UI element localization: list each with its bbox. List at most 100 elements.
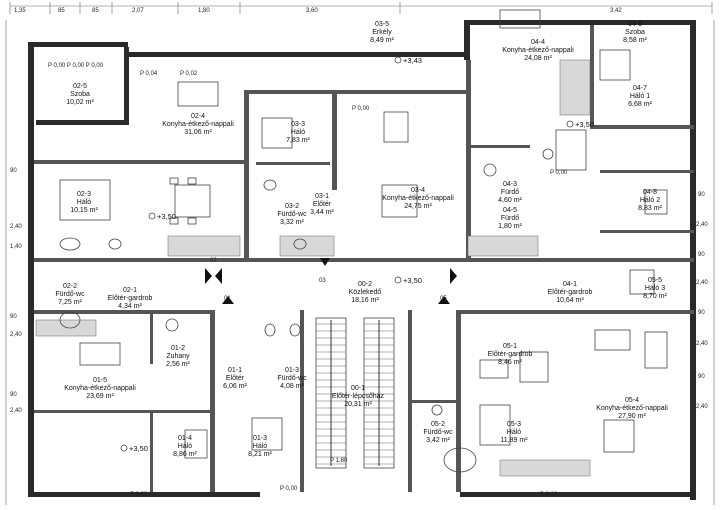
dim-label: 2,40 bbox=[696, 404, 708, 410]
top-dimension-chain: 1,35 85 85 2,07 1,80 3,60 3,42 bbox=[9, 2, 713, 14]
dim-label: 1,40 bbox=[10, 244, 22, 250]
room-name: Fürdő-wc bbox=[423, 429, 453, 436]
room-name: Közlekedő bbox=[349, 289, 382, 296]
room-id: 02-3 bbox=[77, 191, 91, 198]
room-area: 10,64 m² bbox=[556, 297, 584, 304]
room-name: Háló bbox=[77, 199, 92, 206]
room-id: 03-3 bbox=[291, 121, 305, 128]
room-id: 04-6 bbox=[628, 21, 642, 28]
room-area: 1,80 m² bbox=[498, 223, 522, 230]
p-label: P 0,02 bbox=[180, 71, 198, 77]
dim-label: 2,40 bbox=[696, 280, 708, 286]
dim-label: 90 bbox=[698, 252, 705, 258]
level-label: +3,50 bbox=[157, 212, 176, 221]
dim-label: 85 bbox=[92, 8, 99, 14]
room-name: Fürdő-wc bbox=[277, 375, 307, 382]
room-id: 02-5 bbox=[73, 83, 87, 90]
dim-label: 2,40 bbox=[10, 408, 22, 414]
level-label: +3,50 bbox=[403, 276, 422, 285]
room-id: 02-2 bbox=[63, 283, 77, 290]
room-name: Fürdő-wc bbox=[277, 211, 307, 218]
level-label: +3,50 bbox=[129, 444, 148, 453]
room-id: 04-8 bbox=[643, 189, 657, 196]
room-id: 04-5 bbox=[503, 207, 517, 214]
dim-label: 90 bbox=[698, 374, 705, 380]
room-name: Szoba bbox=[70, 91, 90, 98]
section-label: 01 bbox=[224, 296, 231, 302]
room-name: Háló bbox=[291, 129, 306, 136]
room-name: Előtér bbox=[226, 375, 245, 382]
room-name: Előtér-gardrob bbox=[548, 289, 593, 296]
room-id: 03-4 bbox=[411, 187, 425, 194]
right-dimension-chain: 90 2,40 90 2,40 90 2,40 90 2,40 bbox=[696, 20, 715, 505]
room-id: 03-2 bbox=[285, 203, 299, 210]
room-name: Konyha-étkező-nappali bbox=[382, 195, 454, 202]
room-name: Háló 2 bbox=[640, 197, 660, 204]
room-area: 10,15 m² bbox=[70, 207, 98, 214]
room-area: 4,34 m² bbox=[118, 303, 142, 310]
room-id: 01-3 bbox=[285, 367, 299, 374]
misc-labels: P 0,00 P 0,00 P 0,00 P 0,04 P 0,02 P 0,0… bbox=[48, 63, 568, 498]
room-area: 8,21 m² bbox=[248, 451, 272, 458]
room-area: 27,90 m² bbox=[618, 413, 646, 420]
room-name: Konyha-étkező-nappali bbox=[502, 47, 574, 54]
section-label: 02 bbox=[210, 258, 217, 264]
room-area: 8,70 m² bbox=[643, 293, 667, 300]
room-area: 4,60 m² bbox=[498, 197, 522, 204]
dim-label: 2,40 bbox=[696, 341, 708, 347]
room-id: 01-3 bbox=[253, 435, 267, 442]
dim-label: 3,42 bbox=[610, 8, 622, 14]
p-label: P 0,00 bbox=[280, 486, 298, 492]
room-id: 02-4 bbox=[191, 113, 205, 120]
room-name: Előtér-gardrob bbox=[488, 351, 533, 358]
room-name: Fürdő-wc bbox=[55, 291, 85, 298]
p-label: P 0,00 bbox=[130, 492, 148, 498]
room-area: 8,49 m² bbox=[370, 37, 394, 44]
p-label: P 0,00 bbox=[540, 492, 558, 498]
p-label: P 0,04 bbox=[140, 71, 158, 77]
room-name: Konyha-étkező-nappali bbox=[596, 405, 668, 412]
room-name: Előtér-gardrob bbox=[108, 295, 153, 302]
room-name: Fürdő bbox=[501, 215, 519, 222]
p-label: P 0,00 bbox=[550, 170, 568, 176]
room-name: Fürdő bbox=[501, 189, 519, 196]
room-area: 18,16 m² bbox=[351, 297, 379, 304]
room-area: 24,75 m² bbox=[404, 203, 432, 210]
room-id: 05-1 bbox=[503, 343, 517, 350]
room-area: 7,25 m² bbox=[58, 299, 82, 306]
section-label: 03 bbox=[319, 278, 326, 284]
room-area: 24,08 m² bbox=[524, 55, 552, 62]
room-area: 6,68 m² bbox=[628, 101, 652, 108]
dim-label: 90 bbox=[10, 314, 17, 320]
room-id: 01-4 bbox=[178, 435, 192, 442]
room-name: Előtér bbox=[313, 201, 332, 208]
room-name: Előtér-lépcsőház bbox=[332, 393, 385, 400]
room-id: 04-4 bbox=[531, 39, 545, 46]
dim-label: 90 bbox=[698, 310, 705, 316]
level-label: +3,43 bbox=[403, 56, 422, 65]
dim-label: 90 bbox=[698, 192, 705, 198]
room-id: 01-2 bbox=[171, 345, 185, 352]
room-area: 8,58 m² bbox=[623, 37, 647, 44]
room-name: Háló 1 bbox=[630, 93, 650, 100]
room-name: Konyha-étkező-nappali bbox=[64, 385, 136, 392]
level-markers: +3,50 +3,50 +3,50 +3,50 +3,43 bbox=[120, 56, 594, 453]
left-dimension-chain: 90 2,40 1,40 90 2,40 90 2,40 bbox=[5, 20, 22, 505]
room-id: 03-5 bbox=[375, 21, 389, 28]
room-area: 3,42 m² bbox=[426, 437, 450, 444]
dim-label: 2,07 bbox=[132, 8, 144, 14]
room-area: 11,89 m² bbox=[500, 437, 528, 444]
dim-label: 2,40 bbox=[696, 222, 708, 228]
room-area: 6,06 m² bbox=[223, 383, 247, 390]
room-area: 10,02 m² bbox=[66, 99, 94, 106]
room-id: 05-3 bbox=[507, 421, 521, 428]
room-area: 8,86 m² bbox=[173, 451, 197, 458]
dim-label: 90 bbox=[10, 168, 17, 174]
dim-label: 2,40 bbox=[10, 224, 22, 230]
room-id: 05-4 bbox=[625, 397, 639, 404]
dim-label: 1,35 bbox=[14, 8, 26, 14]
dim-label: 3,60 bbox=[306, 8, 318, 14]
interior-walls bbox=[34, 25, 694, 492]
room-name: Szoba bbox=[625, 29, 645, 36]
